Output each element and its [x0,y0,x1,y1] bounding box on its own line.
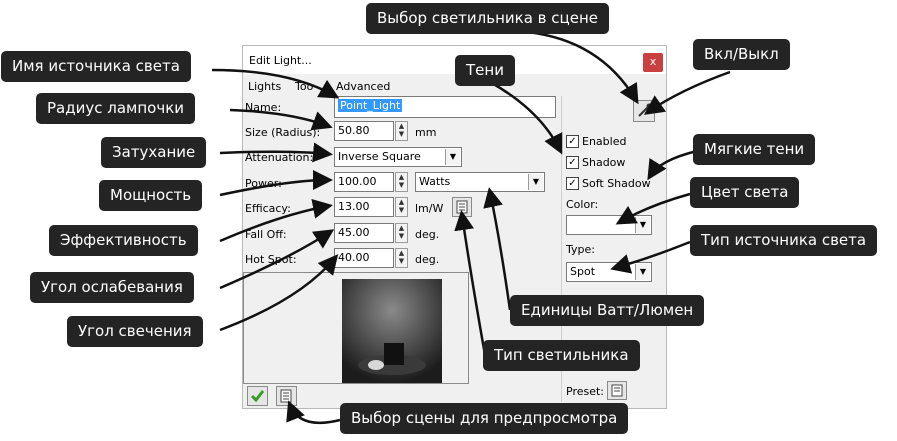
callout-soft-shadows: Мягкие тени [693,134,816,165]
ok-button[interactable] [247,386,268,406]
tab-lights[interactable]: Lights [248,80,282,93]
color-label: Color: [566,198,599,211]
shadow-label: Shadow [582,156,626,169]
document-icon [611,384,623,397]
hotspot-input[interactable]: 40.00 [334,248,394,268]
efficacy-stepper[interactable]: ▲▼ [395,197,408,217]
dialog-title: Edit Light... [249,54,312,67]
attenuation-select[interactable]: Inverse Square ▼ [334,147,462,167]
power-unit-select[interactable]: Watts ▼ [415,172,545,192]
size-unit: mm [415,126,437,139]
preview-image[interactable] [342,279,442,383]
attenuation-label: Attenuation: [245,151,314,164]
tab-advanced[interactable]: Advanced [336,80,391,93]
name-value: Point_Light [338,99,403,112]
callout-light-name: Имя источника света [1,51,191,82]
falloff-label: Fall Off: [245,228,287,241]
shadow-checkbox[interactable]: ✓ [566,156,579,169]
callout-falloff-angle: Угол ослабевания [30,272,194,303]
callout-shadows: Тени [455,55,515,86]
preset-label: Preset: [566,385,605,398]
callout-attenuation: Затухание [101,137,207,168]
document-icon [280,389,292,403]
hotspot-label: Hot Spot: [245,253,297,266]
power-input[interactable]: 100.00 [334,172,394,192]
close-button[interactable]: x [643,53,663,72]
attenuation-value: Inverse Square [338,150,421,163]
chevron-down-icon: ▼ [635,264,650,280]
soft-shadow-label: Soft Shadow [582,177,651,190]
callout-hotspot-angle: Угол свечения [67,316,203,347]
chevron-down-icon: ▼ [528,174,543,190]
color-picker[interactable]: ▼ [566,215,652,235]
callout-scene-picker: Выбор светильника в сцене [366,3,609,34]
type-label: Type: [566,243,595,256]
callout-bulb-radius: Радиус лампочки [36,93,195,124]
efficacy-label: Efficacy: [245,202,291,215]
efficacy-unit: lm/W [415,202,444,215]
falloff-stepper[interactable]: ▲▼ [395,223,408,243]
callout-on-off: Вкл/Выкл [693,39,790,70]
chevron-down-icon: ▼ [635,217,650,233]
callout-light-color: Цвет света [690,177,800,208]
preview-frame [243,272,469,384]
checkmark-icon [250,390,265,403]
enabled-label: Enabled [582,135,627,148]
enabled-checkbox[interactable]: ✓ [566,135,579,148]
callout-efficiency: Эффективность [49,225,198,256]
size-stepper[interactable]: ▲▼ [395,121,408,141]
size-input[interactable]: 50.80 [334,121,394,141]
preset-button[interactable] [607,381,627,400]
power-label: Power: [245,177,282,190]
callout-fixture-type: Тип светильника [483,340,640,371]
name-field[interactable]: Point_Light [334,96,556,118]
falloff-unit: deg. [415,228,440,241]
callout-power: Мощность [99,180,203,211]
edit-light-dialog: Edit Light... x Lights Too Advanced Name… [242,45,667,409]
power-unit-value: Watts [419,175,451,188]
callout-preview-scene: Выбор сцены для предпросмотра [340,403,629,434]
callout-watt-lumen: Единицы Ватт/Люмен [510,295,705,326]
hotspot-stepper[interactable]: ▲▼ [395,248,408,268]
title-bar: Edit Light... x [243,46,666,74]
efficacy-input[interactable]: 13.00 [334,197,394,217]
type-value: Spot [570,265,596,278]
callout-light-type: Тип источника света [690,225,878,256]
soft-shadow-checkbox[interactable]: ✓ [566,177,579,190]
document-icon [456,200,468,214]
chevron-down-icon: ▼ [445,149,460,165]
power-stepper[interactable]: ▲▼ [395,172,408,192]
size-label: Size (Radius): [245,126,321,139]
falloff-input[interactable]: 45.00 [334,223,394,243]
hotspot-unit: deg. [415,253,440,266]
right-panel [561,96,666,402]
